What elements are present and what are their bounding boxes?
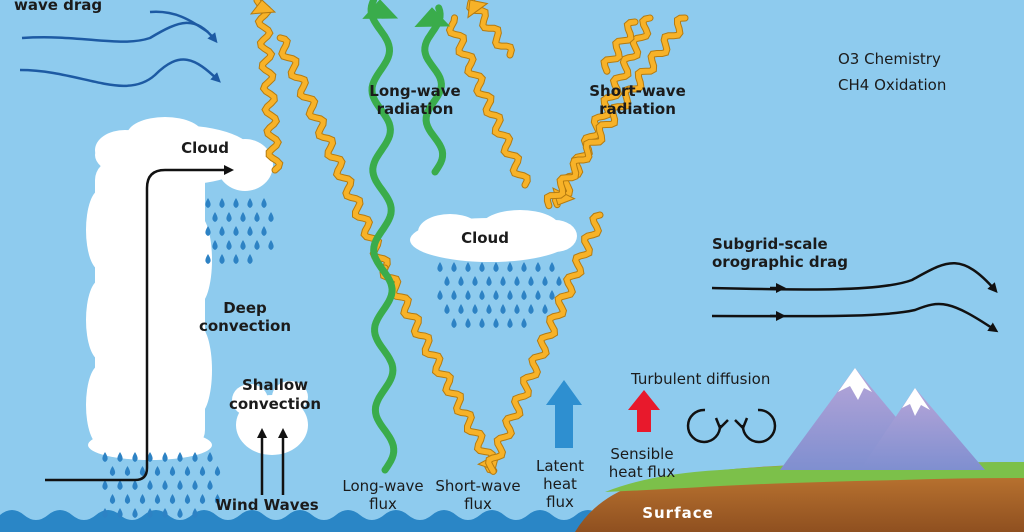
- label-longwave-radiation-1: Long-wave: [369, 82, 461, 100]
- longwave-arrow-a: [362, 0, 399, 474]
- wave-drag-arrow-2: [19, 58, 221, 88]
- label-cloud-left: Cloud: [181, 139, 229, 157]
- label-shallow-convection-2: convection: [228, 395, 321, 413]
- center-cloud: [410, 210, 577, 262]
- longwave-arrow-b: [414, 4, 451, 176]
- orographic-arrow-2: [711, 302, 999, 333]
- label-shallow-convection-1: Shallow: [241, 376, 309, 394]
- label-longwave-radiation-2: radiation: [376, 100, 454, 118]
- shortwave-arrow-i: [485, 211, 604, 475]
- label-shortwave-radiation-1: Short-wave: [589, 82, 686, 100]
- label-surface: Surface: [642, 504, 714, 522]
- deep-convection-cloud: [86, 117, 273, 460]
- label-deep-convection-2: convection: [198, 317, 291, 335]
- label-subgrid-1: Subgrid-scale: [712, 235, 828, 253]
- turbulence-icons: [686, 408, 777, 444]
- label-shortwave-radiation-2: radiation: [599, 100, 676, 118]
- shortwave-arrow-c: [466, 0, 515, 59]
- label-o3-chemistry: O3 Chemistry: [838, 50, 941, 68]
- label-latent-3: flux: [546, 493, 574, 511]
- label-sensible-2: heat flux: [608, 463, 676, 481]
- label-shortwave-flux-2: flux: [464, 495, 492, 513]
- label-longwave-flux-1: Long-wave: [342, 477, 424, 495]
- label-turbulent-diffusion: Turbulent diffusion: [631, 370, 771, 388]
- label-ch4-oxidation: CH4 Oxidation: [838, 76, 947, 94]
- shortwave-arrow-g: [445, 14, 531, 189]
- sensible-heat-arrow: [628, 390, 660, 432]
- wave-drag-arrow-1: [21, 21, 218, 44]
- label-latent-2: heat: [543, 475, 577, 493]
- label-wind-waves: Wind Waves: [215, 496, 319, 514]
- shortwave-arrow-e: [543, 14, 689, 210]
- rain: [102, 198, 562, 518]
- deep-convection-arrow: [45, 165, 234, 482]
- shortwave-arrow-a: [249, 0, 284, 174]
- label-cloud-center: Cloud: [461, 229, 509, 247]
- mountain-right: [860, 388, 985, 470]
- label-longwave-flux-2: flux: [369, 495, 397, 513]
- latent-heat-arrow: [546, 380, 582, 448]
- label-shortwave-flux-1: Short-wave: [435, 477, 521, 495]
- shortwave-arrow-b: [276, 34, 391, 272]
- label-wave-drag: wave drag: [14, 0, 103, 14]
- label-deep-convection-1: Deep: [223, 299, 267, 317]
- label-sensible-1: Sensible: [610, 445, 674, 463]
- shallow-convection-cloud: [232, 381, 308, 455]
- label-subgrid-2: orographic drag: [712, 253, 848, 271]
- shortwave-arrow-f: [600, 18, 639, 75]
- label-latent-1: Latent: [535, 457, 585, 475]
